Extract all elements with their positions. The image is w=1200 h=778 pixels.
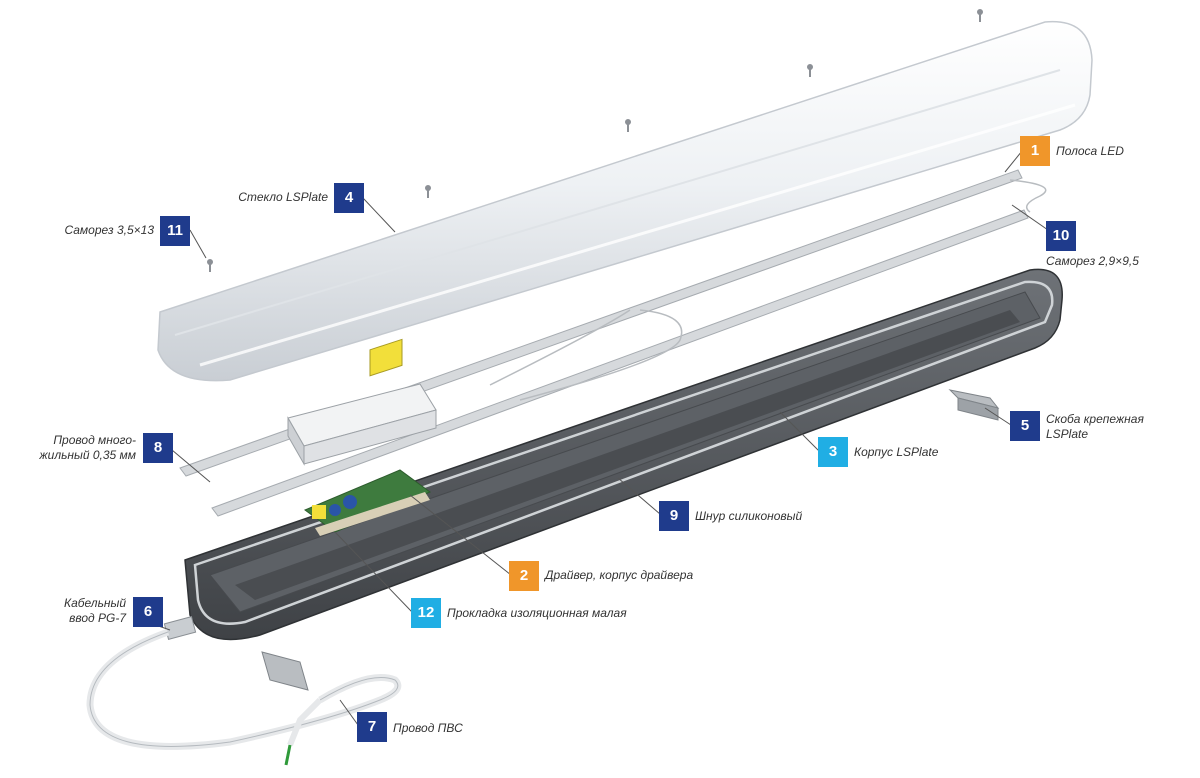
callout-label-8: Провод много- жильный 0,35 мм xyxy=(30,433,136,463)
driver-board xyxy=(303,338,432,536)
callout-badge-8: 8 xyxy=(143,433,173,463)
callout-badge-3: 3 xyxy=(818,437,848,467)
callout-label-8-line1: Провод много- xyxy=(53,433,136,447)
callout-badge-9: 9 xyxy=(659,501,689,531)
callout-badge-11: 11 xyxy=(160,216,190,246)
callout-label-9: Шнур силиконовый xyxy=(695,509,803,523)
callout-label-1: Полоса LED xyxy=(1056,144,1124,158)
callout-badge-7: 7 xyxy=(357,712,387,742)
callout-badge-2: 2 xyxy=(509,561,539,591)
callout-label-6-line2: ввод PG-7 xyxy=(69,611,126,625)
cover-screws xyxy=(207,9,983,272)
driver-housing xyxy=(287,383,437,466)
callout-label-5-line1: Скоба крепежная xyxy=(1046,412,1144,426)
callout-label-7: Провод ПВС xyxy=(393,721,463,735)
callout-label-12: Прокладка изоляционная малая xyxy=(447,606,627,620)
leader-lines xyxy=(146,150,1049,726)
callout-label-8-line2: жильный 0,35 мм xyxy=(39,448,136,462)
callout-label-5-line2: LSPlate xyxy=(1046,427,1089,441)
glass-cover xyxy=(157,20,1093,382)
callout-label-3: Корпус LSPlate xyxy=(854,445,939,459)
callout-label-6: Кабельный ввод PG-7 xyxy=(40,596,126,626)
callout-label-10: Саморез 2,9×9,5 xyxy=(1046,254,1139,268)
callout-badge-4: 4 xyxy=(334,183,364,213)
callout-label-2: Драйвер, корпус драйвера xyxy=(545,568,694,582)
mounting-bracket-lower xyxy=(261,651,309,691)
callout-label-5: Скоба крепежная LSPlate xyxy=(1046,412,1144,442)
callout-badge-6: 6 xyxy=(133,597,163,627)
housing-body xyxy=(184,268,1063,641)
mounting-bracket xyxy=(948,389,1000,421)
cable-gland-and-wire xyxy=(86,616,402,766)
callout-label-4: Стекло LSPlate xyxy=(238,190,328,204)
callout-badge-5: 5 xyxy=(1010,411,1040,441)
callout-badge-12: 12 xyxy=(411,598,441,628)
callout-label-11: Саморез 3,5×13 xyxy=(64,223,154,237)
callout-badge-1: 1 xyxy=(1020,136,1050,166)
callout-label-6-line1: Кабельный xyxy=(64,596,126,610)
callout-badge-10: 10 xyxy=(1046,221,1076,251)
